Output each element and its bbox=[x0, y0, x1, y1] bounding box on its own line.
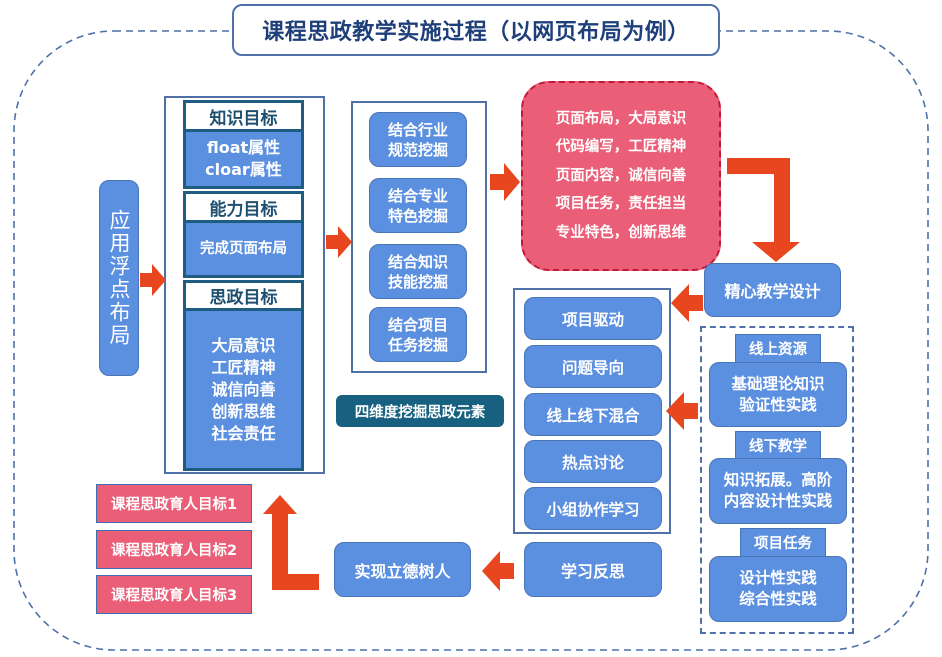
method-item: 项目驱动 bbox=[524, 297, 662, 340]
moral-education-box: 实现立德树人 bbox=[334, 542, 471, 597]
goal-heading-ideological: 思政目标 bbox=[183, 280, 304, 311]
mining-item-industry: 结合行业 规范挖掘 bbox=[369, 112, 467, 167]
method-item: 小组协作学习 bbox=[524, 487, 662, 530]
goal-item: 社会责任 bbox=[211, 423, 276, 443]
goal-item: float属性 bbox=[206, 138, 281, 157]
element-line: 代码编写，工匠精神 bbox=[555, 139, 687, 156]
resource-body-offline: 知识拓展。高阶 内容设计性实践 bbox=[709, 458, 847, 524]
element-line: 页面内容，诚信向善 bbox=[555, 167, 687, 184]
resource-tab-project: 项目任务 bbox=[740, 528, 826, 557]
mining-item-line: 结合项目 bbox=[387, 315, 448, 334]
mining-item-line: 技能挖掘 bbox=[387, 272, 448, 291]
mining-item-line: 规范挖掘 bbox=[387, 140, 448, 159]
mining-item-specialty: 结合专业 特色挖掘 bbox=[369, 178, 467, 233]
method-item: 热点讨论 bbox=[524, 440, 662, 483]
element-line: 页面布局，大局意识 bbox=[555, 110, 687, 127]
elbow-arrow-icon bbox=[263, 495, 319, 590]
method-item: 问题导向 bbox=[524, 345, 662, 388]
mining-item-line: 任务挖掘 bbox=[387, 335, 448, 354]
goal-item: 创新思维 bbox=[211, 401, 276, 421]
goal-body-knowledge: float属性 cloar属性 bbox=[183, 129, 304, 189]
diagram-title: 课程思政教学实施过程（以网页布局为例） bbox=[232, 4, 720, 56]
element-line: 专业特色，创新思维 bbox=[555, 224, 687, 241]
goal-item: cloar属性 bbox=[205, 160, 282, 179]
mining-item-knowledge: 结合知识 技能挖掘 bbox=[369, 244, 467, 299]
mining-item-line: 结合专业 bbox=[387, 186, 448, 205]
resource-body-project: 设计性实践 综合性实践 bbox=[709, 556, 847, 622]
outcome-item: 课程思政育人目标2 bbox=[96, 530, 252, 569]
resource-line: 设计性实践 bbox=[739, 569, 817, 587]
resource-line: 内容设计性实践 bbox=[723, 492, 833, 510]
teaching-design-box: 精心教学设计 bbox=[704, 263, 841, 317]
ideological-elements-box: 页面布局，大局意识 代码编写，工匠精神 页面内容，诚信向善 项目任务，责任担当 … bbox=[521, 81, 721, 271]
arrow-icon bbox=[140, 264, 166, 296]
mining-item-line: 特色挖掘 bbox=[387, 206, 448, 225]
goal-heading-knowledge: 知识目标 bbox=[183, 100, 304, 132]
mining-item-line: 结合行业 bbox=[387, 120, 448, 139]
apply-float-layout-box: 应用浮点布局 bbox=[99, 180, 139, 376]
element-line: 项目任务，责任担当 bbox=[555, 196, 687, 213]
goal-item: 诚信向善 bbox=[211, 379, 276, 399]
mining-item-project: 结合项目 任务挖掘 bbox=[369, 307, 467, 362]
outcome-item: 课程思政育人目标1 bbox=[96, 484, 252, 523]
resource-line: 综合性实践 bbox=[739, 590, 817, 608]
learning-reflection-box: 学习反思 bbox=[524, 542, 662, 597]
arrow-icon bbox=[482, 551, 514, 591]
resource-line: 验证性实践 bbox=[739, 395, 817, 414]
resource-line: 基础理论知识 bbox=[731, 374, 825, 393]
arrow-icon bbox=[490, 163, 520, 201]
arrow-icon bbox=[326, 226, 352, 258]
outcome-item: 课程思政育人目标3 bbox=[96, 575, 252, 614]
elbow-arrow-icon bbox=[727, 158, 800, 262]
goal-item: 完成页面布局 bbox=[200, 241, 287, 257]
resource-tab-online: 线上资源 bbox=[735, 334, 821, 363]
mining-caption: 四维度挖掘思政元素 bbox=[336, 395, 504, 427]
mining-item-line: 结合知识 bbox=[387, 252, 448, 271]
goal-item: 工匠精神 bbox=[211, 357, 276, 377]
goal-item: 大局意识 bbox=[211, 335, 276, 355]
goal-heading-ability: 能力目标 bbox=[183, 191, 304, 223]
arrow-icon bbox=[671, 284, 703, 322]
goal-body-ability: 完成页面布局 bbox=[183, 220, 304, 278]
resource-tab-offline: 线下教学 bbox=[735, 431, 821, 459]
goal-body-ideological: 大局意识 工匠精神 诚信向善 创新思维 社会责任 bbox=[183, 308, 304, 471]
resource-body-online: 基础理论知识 验证性实践 bbox=[709, 362, 847, 427]
resources-frame bbox=[700, 326, 854, 634]
resource-line: 知识拓展。高阶 bbox=[723, 471, 833, 489]
method-item: 线上线下混合 bbox=[524, 393, 662, 436]
